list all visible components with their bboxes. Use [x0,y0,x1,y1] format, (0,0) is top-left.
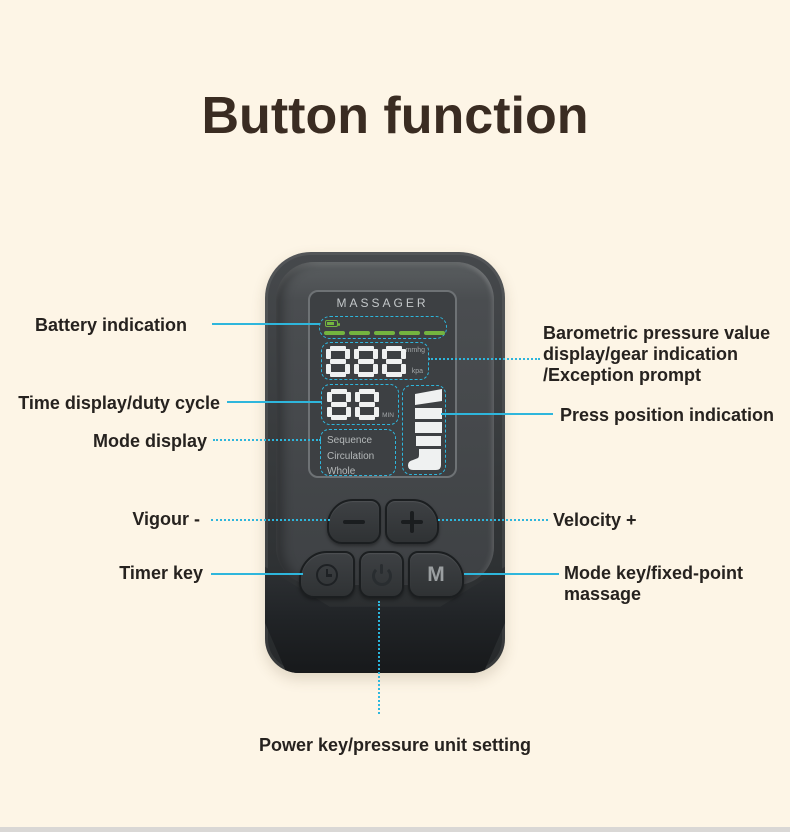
mode-item: Circulation [327,450,375,462]
mode-button: M [408,551,464,598]
remote-display-screen: MASSAGER mmhg kpa MIN Sequence Circulati… [308,290,457,478]
unit-kpa: kpa [411,368,423,375]
unit-mmhg: mmhg [405,347,425,354]
mode-key-connector-line [464,573,559,575]
mode-display-label: Mode display [92,431,207,451]
mode-display-area: Sequence Circulation Whole [320,429,396,477]
barometric-connector-line [428,358,540,360]
leg-press-icon [408,389,442,470]
battery-level-dashes [324,331,445,335]
massager-remote: MASSAGER mmhg kpa MIN Sequence Circulati… [265,252,505,673]
mode-item: Whole [327,466,356,477]
pressure-display-area: mmhg kpa [321,342,429,380]
press-position-label: Press position indication [560,405,775,425]
page-title: Button function [201,87,589,145]
pressure-value-digits [326,346,406,377]
mode-key-label: Mode key/fixed-point massage [564,563,744,604]
press-position-connector-line [441,413,553,415]
brand-text: MASSAGER [336,296,429,310]
minus-icon [343,519,365,524]
velocity-plus-label: Velocity + [553,510,637,530]
time-value-digits [327,389,379,420]
barometric-label: Barometric pressure value display/gear i… [543,323,771,385]
vigour-connector-line [211,519,330,521]
battery-connector-line [212,323,320,325]
unit-min: MIN [382,412,394,419]
time-connector-line [227,401,322,403]
time-display-label: Time display/duty cycle [18,393,220,413]
mode-button-label: M [427,563,445,586]
clock-icon [316,563,338,586]
timer-button [299,551,355,598]
timer-connector-line [211,573,303,575]
velocity-plus-button [385,499,439,544]
power-button [359,551,404,598]
power-key-label: Power key/pressure unit setting [258,735,532,755]
battery-icon [325,320,340,327]
vigour-minus-button [327,499,381,544]
time-display-area: MIN [321,384,399,425]
timer-key-label: Timer key [119,563,203,583]
battery-indication-label: Battery indication [34,315,187,335]
mode-display-connector-line [213,439,321,441]
mode-item: Sequence [327,435,373,446]
power-icon [371,563,393,586]
velocity-connector-line [438,519,548,521]
footer-divider-strip [0,827,790,832]
power-connector-line [378,601,380,714]
press-position-area [402,385,446,475]
plus-icon [401,510,423,533]
battery-indicator-area [319,316,447,339]
vigour-minus-label: Vigour - [132,509,200,529]
